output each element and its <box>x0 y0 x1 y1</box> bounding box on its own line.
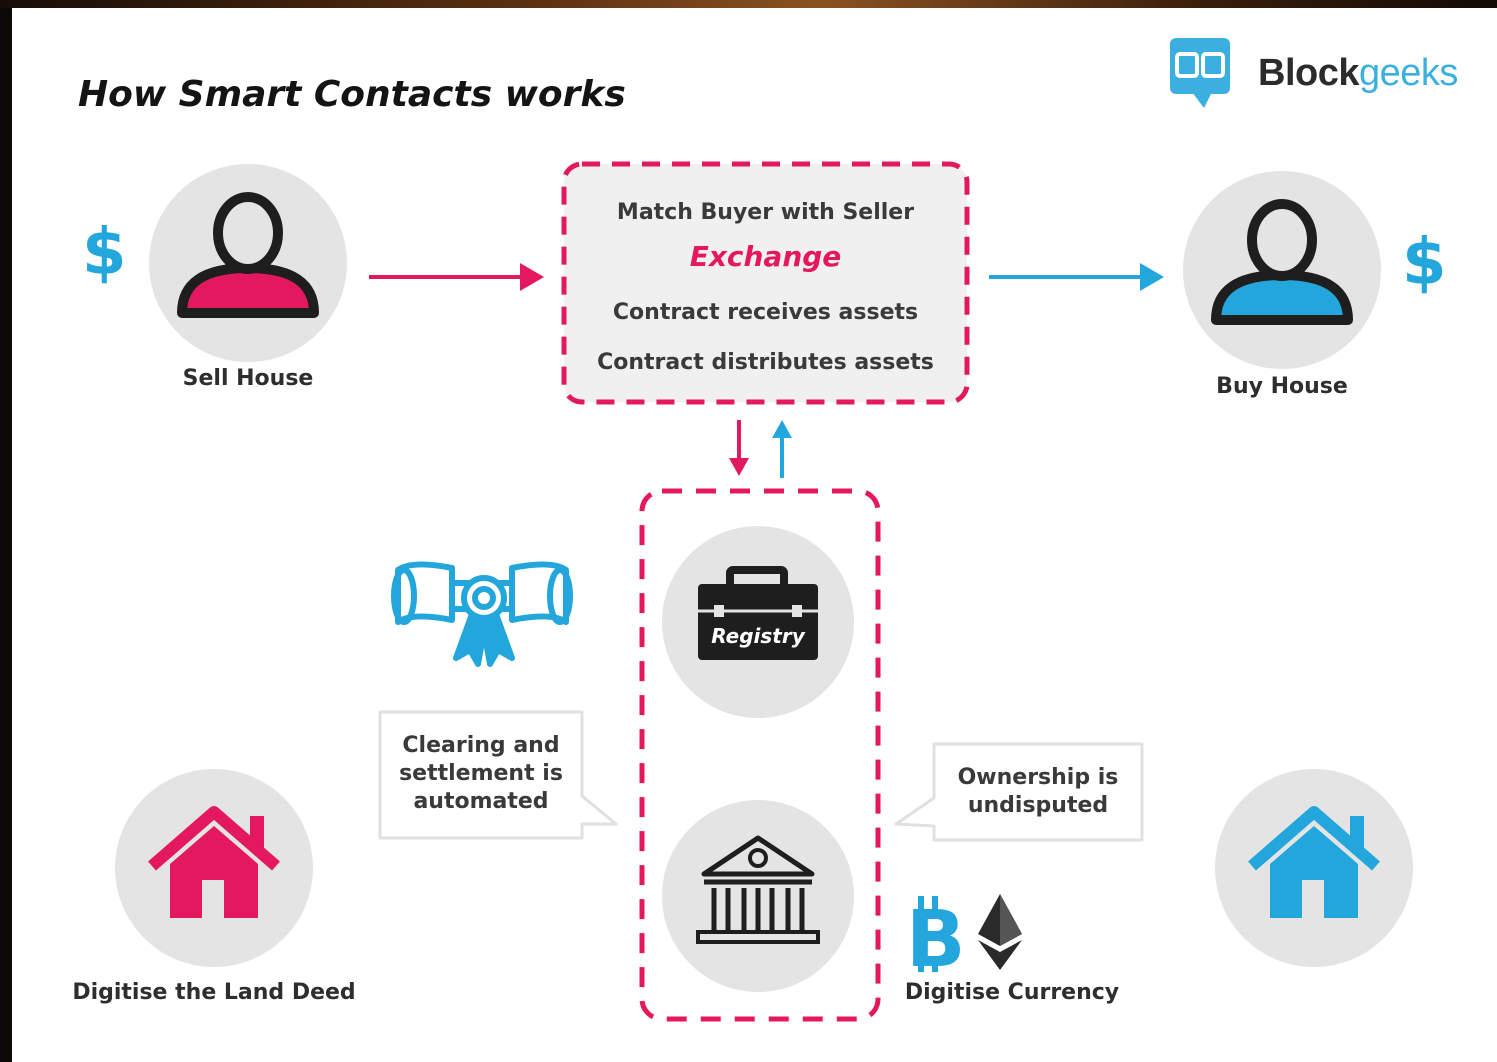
infographic: B How Smart Contacts works Blockgeeks $ … <box>12 8 1497 1062</box>
arrow-seller-to-contract <box>369 263 544 291</box>
contract-receives-text: Contract receives assets <box>612 300 919 325</box>
bank-icon <box>662 800 854 992</box>
logo-part-block: Block <box>1258 52 1359 94</box>
callout-right-line: Ownership is <box>957 765 1119 790</box>
pink-house-icon <box>115 769 313 967</box>
callout-left-box <box>378 710 618 840</box>
diagram-graphics: B <box>115 38 1413 1022</box>
sell-house-label: Sell House <box>182 366 314 391</box>
page-title: How Smart Contacts works <box>78 74 626 115</box>
buyer-dollar-icon: $ <box>1402 226 1447 300</box>
callout-left-line: Clearing and <box>402 733 560 758</box>
ethereum-icon <box>978 894 1022 970</box>
contract-distributes-text: Contract distributes assets <box>597 350 934 375</box>
callout-left-text: Clearing and settlement is automated <box>380 732 582 816</box>
land-deed-label: Digitise the Land Deed <box>72 980 356 1005</box>
callout-right-text: Ownership is undisputed <box>934 764 1142 820</box>
seller-person-icon <box>149 164 347 362</box>
callout-right-line: undisputed <box>967 793 1109 818</box>
contract-box-border <box>561 161 970 405</box>
arrow-contract-to-buyer <box>989 263 1164 291</box>
blue-house-icon <box>1215 769 1413 967</box>
blockgeeks-logo-text: Blockgeeks <box>1258 52 1458 95</box>
buy-house-label: Buy House <box>1216 374 1348 399</box>
arrow-registry-to-contract <box>772 420 792 478</box>
bitcoin-icon: B <box>906 895 965 985</box>
callout-left-line: automated <box>413 789 549 814</box>
logo-part-geeks: geeks <box>1358 52 1458 94</box>
callout-right-box <box>894 742 1144 842</box>
blockgeeks-logo-icon <box>1170 38 1230 108</box>
contract-box: Match Buyer with Seller Exchange Contrac… <box>564 164 967 402</box>
seller-dollar-icon: $ <box>82 216 127 290</box>
top-border <box>0 0 1497 8</box>
currency-label: Digitise Currency <box>904 980 1120 1005</box>
exchange-text: Exchange <box>689 240 842 273</box>
callout-left-line: settlement is <box>399 761 563 786</box>
certificate-icon <box>391 561 573 667</box>
arrow-contract-to-registry <box>729 420 749 476</box>
briefcase-icon <box>662 526 854 718</box>
registry-label: Registry <box>711 624 805 648</box>
buyer-person-icon <box>1183 171 1381 369</box>
match-buyer-text: Match Buyer with Seller <box>616 200 915 225</box>
